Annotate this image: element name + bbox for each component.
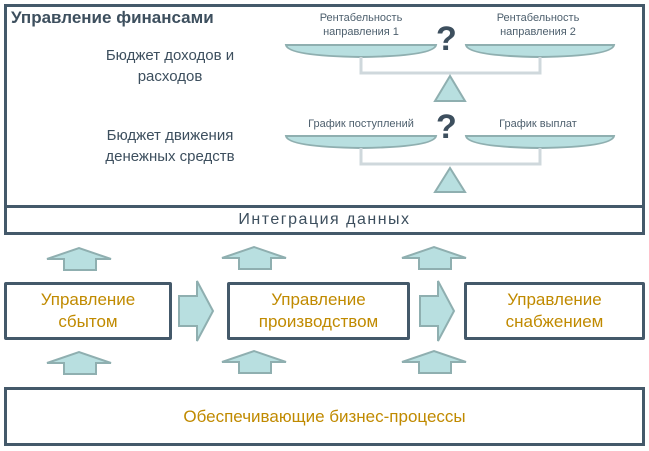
supply-management-line2: снабжением bbox=[505, 312, 604, 331]
supply-management-line1: Управление bbox=[507, 290, 602, 309]
supply-management-box: Управление снабжением bbox=[464, 282, 645, 340]
budget-income-expenses-line1: Бюджет доходов и bbox=[105, 47, 235, 64]
scale1-question-mark: ? bbox=[436, 20, 457, 58]
right-arrow-icon bbox=[419, 280, 456, 342]
sales-management-box: Управление сбытом bbox=[4, 282, 172, 340]
production-management-line2: производством bbox=[258, 312, 379, 331]
up-arrow-icon bbox=[401, 349, 467, 374]
scale2-question-mark: ? bbox=[436, 108, 457, 146]
supporting-business-processes-box: Обеспечивающие бизнес-процессы bbox=[4, 387, 645, 446]
scale1-left-label-line1: Рентабельность bbox=[319, 12, 403, 24]
scale2-beam bbox=[359, 148, 542, 166]
up-arrow-icon bbox=[46, 246, 112, 271]
finance-management-title: Управление финансами bbox=[11, 8, 214, 27]
scale1-right-label-line1: Рентабельность bbox=[496, 12, 580, 24]
production-management-box: Управление производством bbox=[227, 282, 410, 340]
budget-income-expenses-line2: расходов bbox=[137, 68, 203, 85]
budget-cash-flow-line1: Бюджет движения bbox=[106, 127, 234, 144]
scale1-left-label: Рентабельность направления 1 bbox=[286, 11, 436, 39]
data-integration-bar: Интеграция данных bbox=[4, 205, 645, 235]
scale1-right-label: Рентабельность направления 2 bbox=[463, 11, 613, 39]
budget-income-expenses: Бюджет доходов и расходов bbox=[60, 45, 280, 87]
up-arrow-icon bbox=[221, 349, 287, 374]
up-arrow-icon bbox=[401, 245, 467, 270]
scale1-left-label-line2: направления 1 bbox=[323, 26, 399, 38]
scale2-left-label-line1: График поступлений bbox=[308, 118, 414, 130]
scale2-left-pan bbox=[284, 135, 438, 150]
budget-cash-flow-line2: денежных средств bbox=[105, 148, 235, 165]
scale1-fulcrum bbox=[433, 74, 467, 102]
budget-cash-flow: Бюджет движения денежных средств bbox=[60, 125, 280, 167]
scale2-left-label: График поступлений bbox=[286, 117, 436, 131]
scale2-balance-icon bbox=[284, 135, 616, 193]
finance-management-frame bbox=[4, 4, 645, 208]
right-arrow-icon bbox=[178, 280, 215, 342]
scale2-right-label-line1: График выплат bbox=[499, 118, 577, 130]
sales-management-line2: сбытом bbox=[58, 312, 118, 331]
scale2-right-label: График выплат bbox=[463, 117, 613, 131]
production-management-line1: Управление bbox=[271, 290, 366, 309]
scale2-fulcrum bbox=[433, 166, 467, 193]
scale1-balance-icon bbox=[284, 44, 616, 102]
scale1-right-label-line2: направления 2 bbox=[500, 26, 576, 38]
scale2-right-pan bbox=[464, 135, 616, 150]
up-arrow-icon bbox=[46, 350, 112, 375]
scale1-left-pan bbox=[284, 44, 438, 59]
sales-management-line1: Управление bbox=[40, 290, 136, 309]
scale1-right-pan bbox=[464, 44, 616, 59]
up-arrow-icon bbox=[221, 245, 287, 270]
scale1-beam bbox=[359, 57, 542, 75]
